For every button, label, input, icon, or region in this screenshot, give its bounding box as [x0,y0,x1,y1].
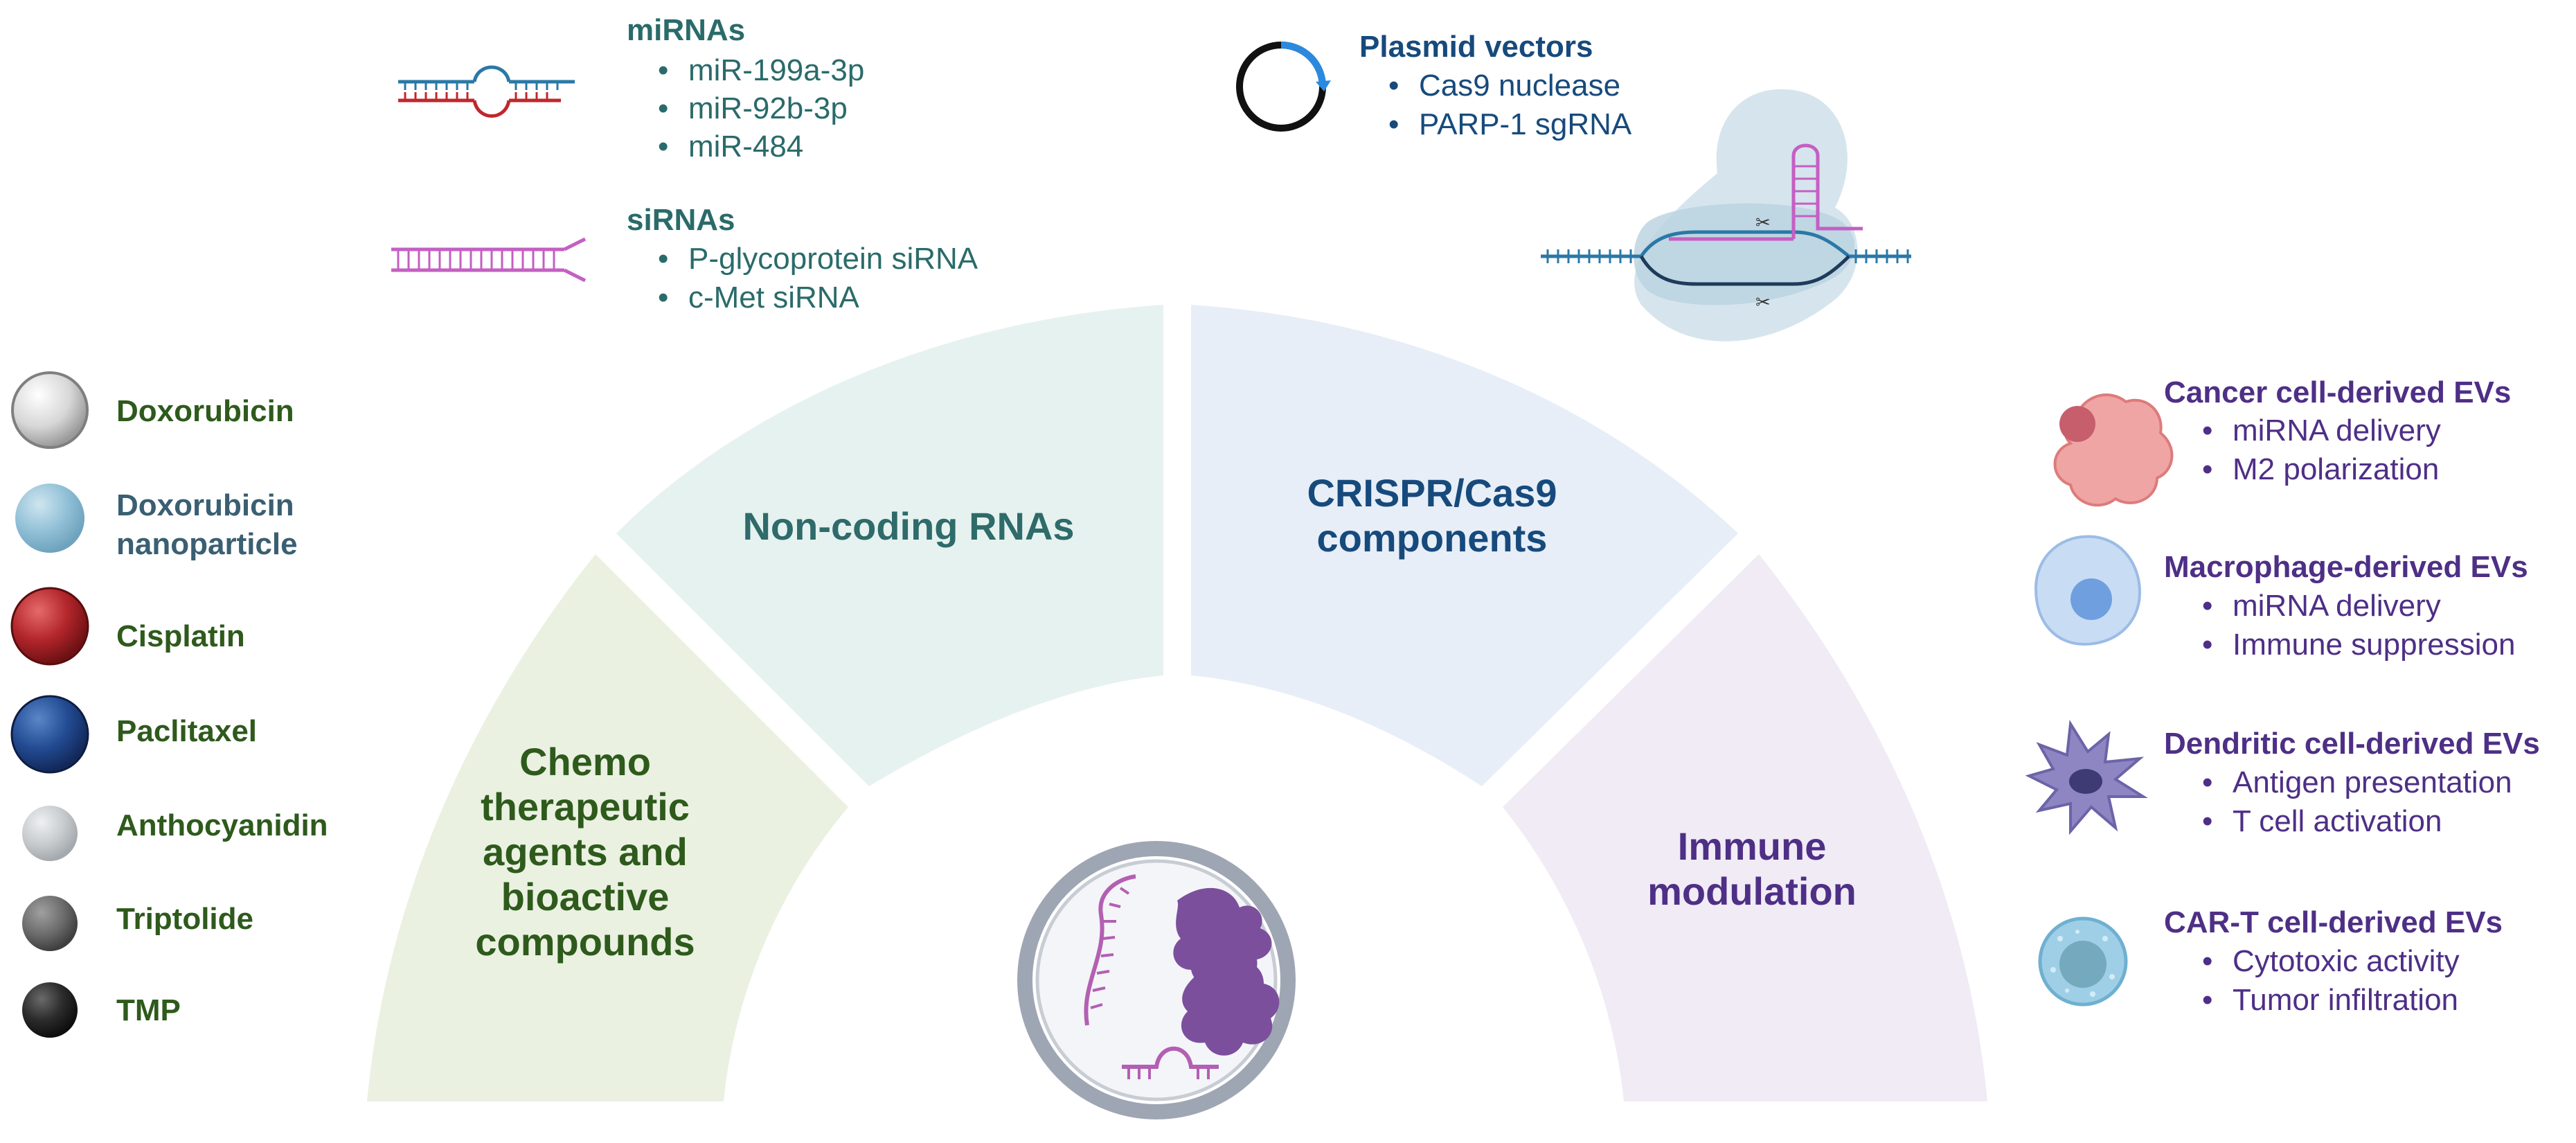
non-coding-rna-sector-title: Non-coding RNAs [742,504,1075,548]
svg-text:✂: ✂ [1755,213,1771,233]
immune-sector-title: Immune modulation [1647,824,1857,913]
sirnas-heading: siRNAs [627,203,735,237]
ev-item: Tumor infiltration [2202,985,2458,1016]
light-blue-sphere-icon [15,484,84,553]
plasmid-item: Cas9 nuclease [1388,71,1620,101]
chemo-sector-title: Chemo therapeutic agents and bioactive c… [475,740,695,964]
car-t-cell-icon [2038,916,2128,1007]
plasmid-heading: Plasmid vectors [1359,30,1593,64]
ev-item: M2 polarization [2202,454,2439,485]
drug-label-triptolide: Triptolide [116,902,253,936]
plasmid-icon [1236,42,1331,132]
dendritic-cell-icon [2025,720,2148,835]
drug-label-tmp: TMP [116,993,181,1027]
crispr-sector [1191,305,1738,786]
ev-heading-car-t: CAR-T cell-derived EVs [2164,905,2503,939]
ev-item: miRNA delivery [2202,591,2441,621]
black-sphere-icon [22,982,78,1038]
mirna-item: miR-92b-3p [658,94,848,124]
chemo-sector [367,554,848,1101]
drug-label-anthocyanidin: Anthocyanidin [116,808,328,842]
drug-label-paclitaxel: Paclitaxel [116,714,258,748]
blue-sphere-icon [10,695,89,774]
extracellular-vesicle-icon [1017,841,1296,1119]
drug-label-cisplatin: Cisplatin [116,619,245,653]
grey-sphere-icon [22,896,78,951]
light-grey-sphere-icon [11,371,89,449]
ev-item: Immune suppression [2202,630,2515,660]
mirnas-heading: miRNAs [627,13,746,47]
mirna-item: miR-199a-3p [658,55,864,86]
cas9-complex-icon: ✂ ✂ [1541,89,1911,342]
ev-heading-cancer: Cancer cell-derived EVs [2164,375,2512,409]
ev-item: miRNA delivery [2202,416,2441,446]
ev-item: Cytotoxic activity [2202,946,2460,977]
macrophage-icon [2034,535,2142,646]
crispr-sector-title: CRISPR/Cas9 components [1307,471,1557,560]
svg-text:✂: ✂ [1755,292,1771,313]
immune-sector [1503,554,1987,1101]
pale-grey-sphere-icon [22,806,78,861]
red-sphere-icon [10,587,89,666]
drug-label-doxorubicin: Doxorubicin [116,394,294,428]
drug-label-doxorubicin-np-line2: nanoparticle [116,527,298,561]
cancer-cell-icon [2053,393,2174,507]
drug-label-doxorubicin-np-line1: Doxorubicin [116,488,294,522]
ev-item: Antigen presentation [2202,768,2512,798]
ev-heading-dendritic: Dendritic cell-derived EVs [2164,727,2540,761]
plasmid-item: PARP-1 sgRNA [1388,109,1631,140]
sirna-duplex-icon [391,237,587,283]
ev-item: T cell activation [2202,806,2442,837]
mirna-item: miR-484 [658,132,803,162]
sirna-item: P-glycoprotein siRNA [658,244,978,274]
non-coding-rna-sector [616,305,1163,786]
mirna-duplex-icon [398,65,575,118]
sirna-item: c-Met siRNA [658,283,859,313]
drug-spheres [10,371,89,1038]
ev-heading-macrophage: Macrophage-derived EVs [2164,550,2528,584]
